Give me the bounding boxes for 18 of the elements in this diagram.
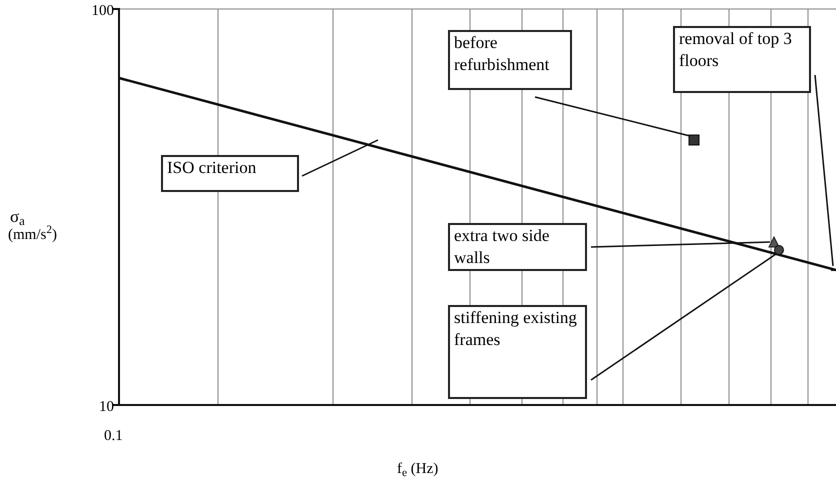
callout-text: removal of top 3 floors bbox=[679, 28, 793, 72]
callout-text: ISO criterion bbox=[167, 157, 258, 179]
callout-box bbox=[448, 305, 587, 399]
criterion-line bbox=[118, 76, 836, 272]
callout-text: stiffening existing frames bbox=[454, 307, 578, 351]
callout-text: before refurbishment bbox=[454, 32, 550, 76]
axis-label: 0.1 bbox=[104, 427, 124, 446]
leader-line bbox=[534, 96, 690, 137]
callout-box bbox=[448, 30, 572, 90]
leader-line bbox=[302, 139, 378, 177]
axis-label: f$_{e}$ (Hz) bbox=[397, 460, 440, 480]
leader-line bbox=[814, 74, 834, 266]
axis-label: 100 bbox=[90, 2, 114, 21]
callout-text: extra two side walls bbox=[454, 225, 550, 269]
callout-box bbox=[673, 26, 811, 93]
axis-label: 10 bbox=[98, 398, 114, 417]
leader-line bbox=[590, 241, 770, 248]
leader-line bbox=[590, 253, 776, 381]
